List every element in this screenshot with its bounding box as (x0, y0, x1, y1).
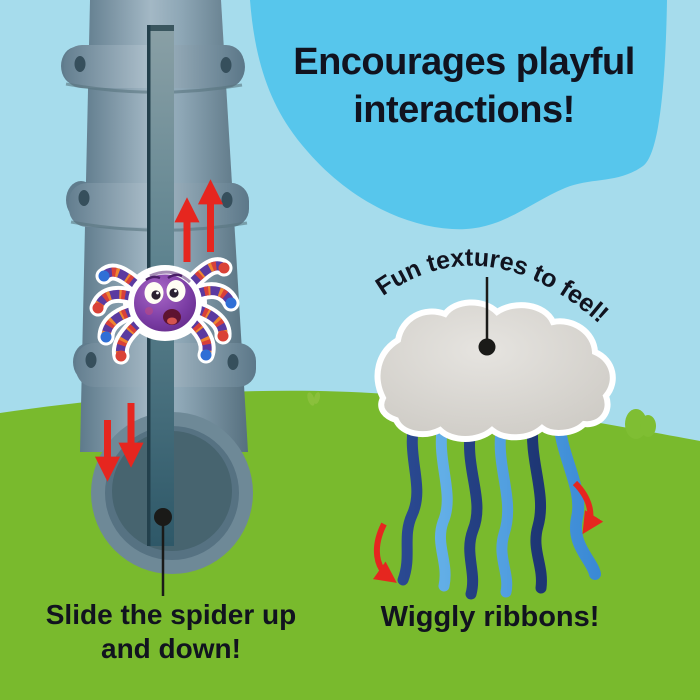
pointer-dot (478, 338, 496, 356)
red-curved-arrow-icon (372, 480, 604, 583)
ribbon-navy (397, 409, 423, 586)
headline: Encourages playful interactions! (293, 41, 635, 131)
red-up-arrow-icon (174, 179, 224, 262)
plush-cloud (374, 277, 616, 442)
ribbon-navy (526, 416, 547, 594)
sky-blob (250, 0, 667, 230)
ribbon-blue (434, 412, 453, 592)
pointer-dot (154, 508, 172, 526)
wiggly-ribbons (397, 409, 601, 600)
wiggly-callout: Wiggly ribbons! (380, 601, 600, 633)
slide-callout: Slide the spider up and down! (45, 599, 297, 664)
spider-face (144, 273, 186, 325)
grass-bush-icon (625, 409, 656, 439)
spider-feet (92, 262, 237, 362)
ribbon-blue (553, 412, 601, 580)
ribbon-navy (463, 416, 483, 600)
plush-spider-toy (89, 257, 240, 365)
grass-sprout-icon (307, 392, 321, 406)
red-down-arrow-icon (94, 403, 144, 482)
ribbon-blue (494, 418, 514, 598)
